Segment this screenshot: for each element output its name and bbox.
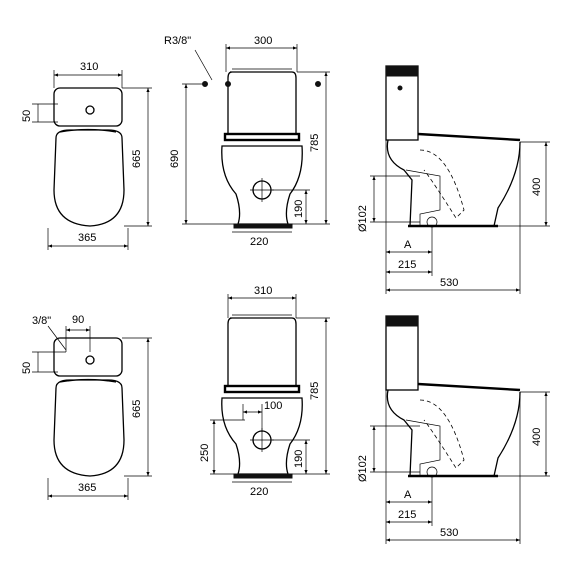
- cistern-outline: [227, 71, 297, 135]
- dim-base-front: 220: [250, 486, 268, 498]
- a-label: A: [404, 239, 412, 251]
- dim-inlet-height: 250: [199, 444, 211, 462]
- bowl-outline: [53, 129, 125, 227]
- trap-path: [419, 149, 465, 219]
- dim-base-width: 365: [78, 232, 96, 244]
- dim-inlet-offset: 90: [72, 314, 84, 326]
- dim-seat-height: 400: [531, 178, 543, 196]
- tank-outline: [53, 87, 123, 127]
- a-label: A: [404, 489, 412, 501]
- dim-outlet-height: 190: [293, 450, 305, 468]
- fixing-point-icon: [202, 81, 208, 87]
- flush-button-icon: [85, 355, 95, 365]
- dim-pipe-dia: Ø102: [357, 205, 369, 232]
- dim-tank-width: 310: [254, 285, 272, 297]
- dim-pipe-dia: Ø102: [357, 455, 369, 482]
- dim-total-height: 785: [309, 382, 321, 400]
- dim-width: 310: [80, 61, 98, 73]
- dim-inlet-height: 690: [169, 150, 181, 168]
- seat-edge: [223, 132, 301, 142]
- side-view-top-row: 400 Ø102 A 215 530: [357, 65, 550, 294]
- dim-outlet-height: 190: [293, 200, 305, 218]
- dim-total-depth: 530: [440, 527, 458, 539]
- dim-base-front: 220: [250, 236, 268, 248]
- front-view-bottom-row: 310 785 100 250 190 220: [199, 285, 330, 498]
- dim-outlet-dist: 215: [398, 509, 416, 521]
- dim-tank-width: 300: [254, 35, 272, 47]
- dim-seat-height: 400: [531, 428, 543, 446]
- flush-button-icon: [85, 105, 95, 115]
- inlet-label: 3/8": [32, 315, 51, 327]
- dim-tank-offset: 50: [21, 362, 33, 374]
- seat-side: [417, 132, 521, 142]
- side-view-bottom-row: 400 Ø102 A 215 530: [357, 315, 550, 544]
- dim-base-width: 365: [78, 482, 96, 494]
- front-view-top-row: 300 R3/8" 690 785 190 220: [164, 35, 330, 248]
- dim-depth: 665: [131, 400, 143, 418]
- top-view-top-row: 310 665 50 365: [21, 61, 152, 250]
- top-view-bottom-row: 3/8" 90 50 665 365: [21, 314, 152, 500]
- inlet-label: R3/8": [164, 35, 191, 47]
- cistern-side: [385, 65, 419, 141]
- dim-depth: 665: [131, 150, 143, 168]
- dim-total-depth: 530: [440, 277, 458, 289]
- dim-tank-offset: 50: [21, 110, 33, 122]
- bowl-side: [386, 139, 521, 227]
- dim-outlet-dist: 215: [398, 259, 416, 271]
- dim-inlet-offset: 100: [264, 400, 282, 412]
- dim-total-height: 785: [309, 134, 321, 152]
